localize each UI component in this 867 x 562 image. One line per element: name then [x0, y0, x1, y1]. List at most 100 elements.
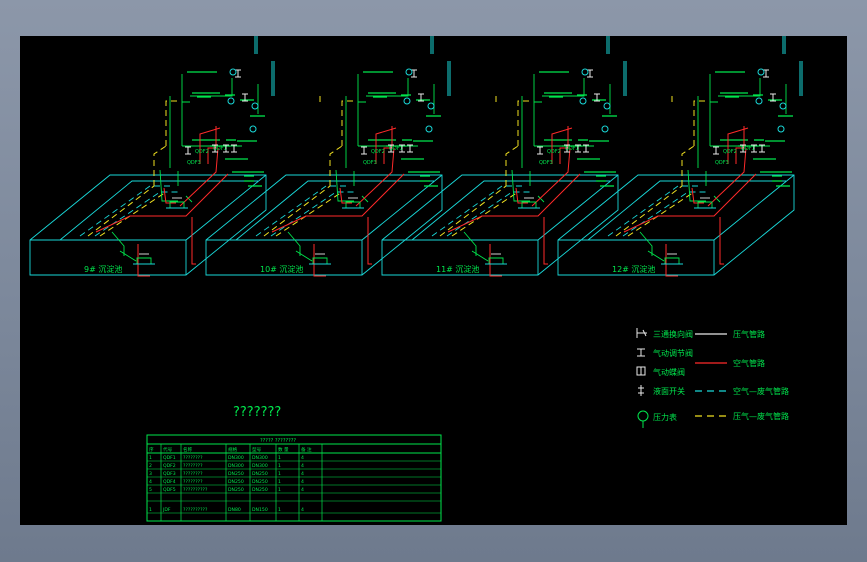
valve-5	[751, 144, 757, 153]
table-col-header-3: 名称	[183, 446, 193, 453]
tank-outline-4	[235, 180, 434, 241]
valve-4	[388, 144, 394, 153]
table-cell-7-1: 1	[149, 507, 152, 513]
legend-line-label-3: 空气—废气管路	[733, 386, 789, 396]
air-pipe-7	[707, 147, 747, 207]
pressure-gauge-1	[229, 68, 237, 76]
legend-line-label-2: 空气管路	[733, 358, 765, 368]
table-cell-5-1: 5	[149, 487, 152, 493]
device-box	[136, 257, 152, 265]
pressure-exhaust-line-2	[681, 145, 695, 186]
table-cell-2-7: 4	[301, 463, 304, 469]
air-pipe-6	[543, 217, 548, 265]
valve-3	[713, 146, 719, 155]
table-cell-5-5: DN250	[252, 487, 268, 493]
exhaust-line-1	[607, 185, 698, 237]
pressure-exhaust-line-3	[615, 185, 683, 237]
table-cell-1-2: QDF1	[163, 455, 176, 461]
air-pipe-4	[313, 244, 326, 277]
table-cell-4-2: QDF4	[163, 479, 176, 485]
unit-tag-3: QDF3	[187, 160, 201, 166]
valve-6	[759, 144, 765, 153]
pipe-6	[511, 169, 530, 202]
air-pipe-2	[199, 127, 221, 164]
pipe-6	[159, 169, 178, 202]
pressure-gauge-4	[249, 125, 257, 133]
pipe-2	[710, 78, 761, 103]
legend-label-3: 气动蝶阀	[653, 367, 685, 377]
pressure-gauge-1	[405, 68, 413, 76]
air-pipe-6	[191, 217, 196, 265]
unit-tag-1: QDF2	[195, 149, 209, 155]
table-cell-1-3: ????????	[183, 455, 203, 461]
riser-right	[271, 61, 275, 96]
pressure-gauge-3	[427, 102, 435, 110]
table-cell-2-3: ????????	[183, 463, 203, 469]
valve-5	[223, 144, 229, 153]
tank-outline-2	[30, 174, 267, 241]
unit-tag-3: QDF3	[715, 160, 729, 166]
pipe-2	[534, 78, 585, 103]
legend-symbol-three-way-valve	[636, 328, 647, 338]
settling-device-2	[485, 253, 507, 265]
unit-tag-3: QDF3	[539, 160, 553, 166]
air-pipe-3	[383, 126, 393, 164]
pressure-gauge-2	[579, 97, 587, 105]
exhaust-line-2	[446, 191, 532, 237]
riser-right	[799, 61, 803, 96]
pressure-exhaust-line-4	[275, 191, 343, 237]
table-cell-4-3: ????????	[183, 479, 203, 485]
table-col-header-2: 代号	[163, 446, 173, 453]
pressure-exhaust-line-1	[517, 100, 530, 146]
legend-symbol-level-switch	[638, 385, 644, 396]
table-cell-5-7: 4	[301, 487, 304, 493]
pressure-exhaust-line-3	[87, 185, 155, 237]
pipe-8	[639, 231, 653, 256]
pressure-gauge-4	[425, 125, 433, 133]
legend: 三通换向阀 气动调节阀 气动蝶阀 液面开关 压力表 压气管路 空气管路 空气—废…	[636, 328, 789, 428]
riser-right	[623, 61, 627, 96]
valve-5	[575, 144, 581, 153]
pressure-exhaust-line-3	[439, 185, 507, 237]
legend-line-label-4: 压气—废气管路	[733, 411, 789, 421]
pressure-gauge-2	[227, 97, 235, 105]
device-box	[488, 257, 504, 265]
air-pipe-5	[447, 173, 581, 233]
exhaust-line-2	[94, 191, 180, 237]
pressure-exhaust-line-1	[165, 100, 178, 146]
pressure-gauge-3	[779, 102, 787, 110]
air-pipe-5	[271, 173, 405, 233]
air-pipe-3	[207, 126, 217, 164]
table-cell-7-5: DN150	[252, 507, 268, 513]
valve-4	[740, 144, 746, 153]
table-col-header-7: 备 注	[301, 446, 312, 453]
legend-label-2: 气动调节阀	[653, 348, 693, 358]
table-cell-2-5: DN300	[252, 463, 268, 469]
air-pipe-1	[691, 187, 704, 204]
air-pipe-3	[559, 126, 569, 164]
air-pipe-2	[727, 127, 749, 164]
table-col-header-1: 序	[149, 446, 154, 453]
pipe-7	[185, 195, 193, 203]
settling-device-1	[166, 197, 188, 209]
pipe-2	[182, 78, 233, 103]
valve-2	[242, 93, 248, 102]
room-label-3: 11# 沉淀池	[436, 264, 479, 274]
riser-top	[254, 36, 258, 54]
air-pipe-7	[531, 147, 571, 207]
legend-symbol-butterfly-valve	[636, 366, 646, 376]
settling-device-2	[661, 253, 683, 265]
exhaust-line-1	[255, 185, 346, 237]
air-pipe-3	[735, 126, 745, 164]
valve-4	[564, 144, 570, 153]
unit-tag-2: QDF1	[213, 146, 227, 152]
tank-outline-1	[29, 174, 267, 276]
settling-device-1	[694, 197, 716, 209]
tank-outline-1	[381, 174, 619, 276]
legend-symbol-regulating-valve	[637, 348, 645, 357]
settling-device-1	[518, 197, 540, 209]
pressure-gauge-3	[603, 102, 611, 110]
table-cell-2-4: DN300	[228, 463, 244, 469]
settling-device-2	[309, 253, 331, 265]
